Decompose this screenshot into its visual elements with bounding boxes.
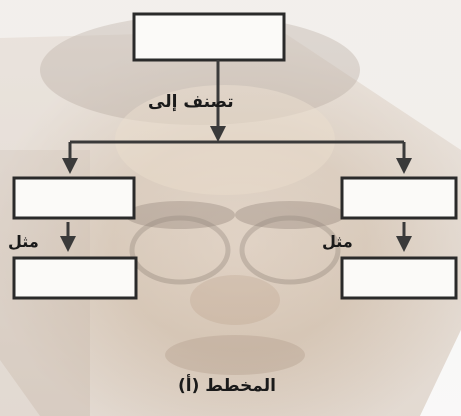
left-example-box <box>12 256 138 300</box>
left-branch-arrowhead <box>62 158 78 174</box>
classify-label: تصنف إلى <box>148 92 234 112</box>
right-branch-arrowhead <box>396 158 412 174</box>
top-concept-box <box>132 12 286 62</box>
example-label-right: مثل <box>322 232 353 251</box>
right-category-box <box>340 176 458 220</box>
left-example-arrowhead <box>60 236 76 252</box>
left-category-box <box>12 176 136 220</box>
top-arrowhead <box>210 126 226 142</box>
example-label-left: مثل <box>8 232 39 251</box>
right-example-box <box>340 256 458 300</box>
diagram-caption: المخطط (أ) <box>178 376 276 396</box>
right-example-arrowhead <box>396 236 412 252</box>
